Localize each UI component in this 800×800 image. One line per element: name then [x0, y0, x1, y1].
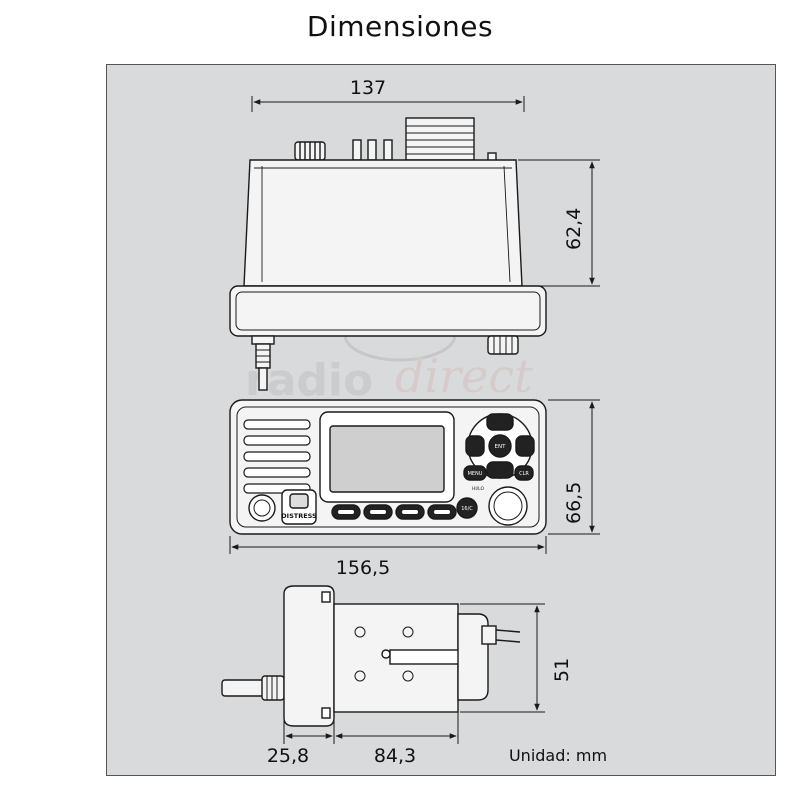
dim-side-knob-label: 25,8	[267, 745, 309, 767]
dim-top-width	[251, 96, 525, 112]
dim-side-height	[460, 603, 545, 713]
page-title: Dimensiones	[306, 10, 494, 43]
clr-label: CLR	[519, 471, 529, 477]
dim-front-width	[229, 536, 547, 554]
watermark-logo: radio direct	[245, 308, 533, 406]
unit-label: Unidad: mm	[509, 746, 607, 765]
side-view	[221, 585, 521, 727]
sixteen-label: 16/C	[461, 506, 473, 512]
ent-label: ENT	[495, 444, 507, 450]
distress-label: DISTRESS	[281, 512, 317, 520]
dim-front-height-label: 66,5	[563, 482, 585, 524]
menu-label: MENU	[468, 471, 483, 477]
dim-top-height	[518, 159, 600, 287]
dim-side-depth-label: 84,3	[374, 745, 416, 767]
dim-front-height	[548, 399, 600, 535]
dim-side-bottom	[283, 704, 459, 744]
dim-top-height-label: 62,4	[563, 208, 585, 250]
dim-front-width-label: 156,5	[336, 557, 390, 579]
front-panel-labels: DISTRESS ENT MENU CLR 16/C HI/LO	[281, 444, 529, 520]
svg-text:direct: direct	[395, 349, 533, 403]
top-view	[229, 117, 547, 391]
dim-top-width-label: 137	[350, 77, 386, 99]
dim-side-height-label: 51	[551, 658, 573, 682]
hilo-label: HI/LO	[472, 486, 485, 492]
front-view	[229, 399, 547, 535]
